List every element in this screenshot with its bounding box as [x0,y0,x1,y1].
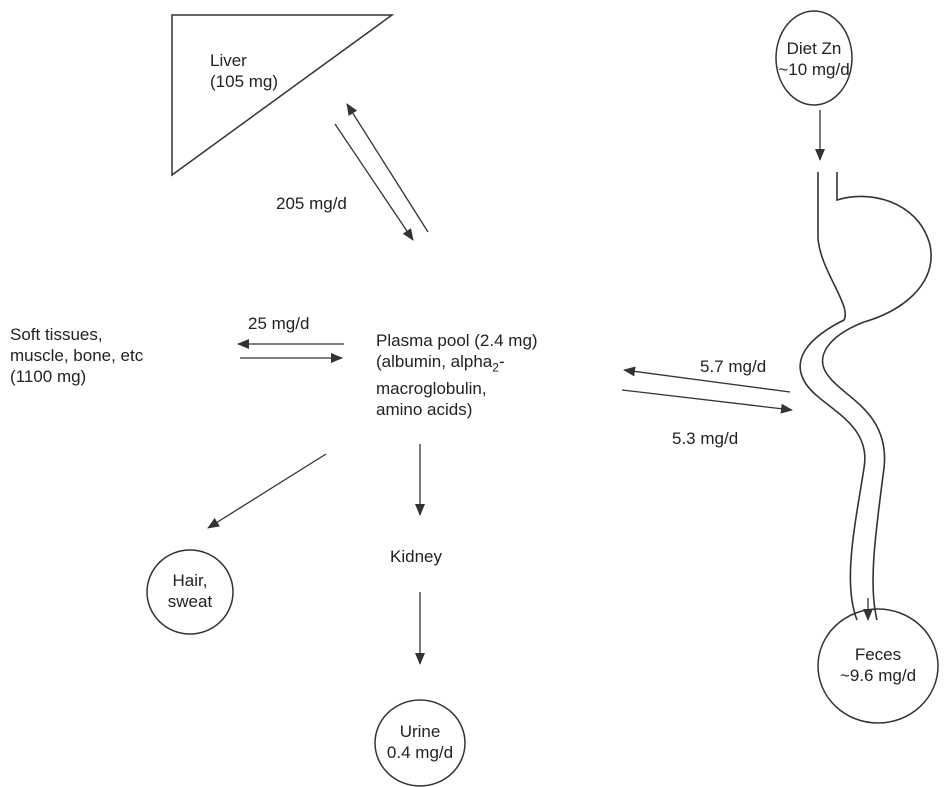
diet-name: Diet Zn [786,39,842,58]
arrow-plasma-to-hair [207,453,327,529]
feces-name: Feces [854,645,902,664]
feces-ellipse [817,608,939,724]
plasma-line2-subscript: 2 [492,360,499,375]
flow-tissue-plasma-label: 25 mg/d [248,313,309,334]
urine-label: Urine 0.4 mg/d [375,721,465,763]
arrow-liver-to-plasma [334,123,414,241]
plasma-line1: Plasma pool (2.4 mg) [376,331,538,350]
flow-plasma-to-gut-value: 5.3 mg/d [672,429,739,448]
urine-ellipse [374,699,466,787]
plasma-pool-label: Plasma pool (2.4 mg) (albumin, alpha2- m… [376,330,538,420]
feces-amount: ~9.6 mg/d [839,666,917,685]
urine-name: Urine [399,722,441,741]
flow-gut-to-plasma-label: 5.7 mg/d [700,356,766,377]
plasma-line2-hyphen: - [498,352,505,371]
soft-tissues-label: Soft tissues, muscle, bone, etc (1100 mg… [10,324,143,387]
diet-label: Diet Zn ~10 mg/d [776,38,852,80]
plasma-line2-text: (albumin, alpha [376,352,493,371]
arrow-plasma-to-liver [346,103,429,233]
liver-name: Liver [210,51,247,70]
diet-amount: ~10 mg/d [778,60,850,79]
flow-gut-to-plasma-value: 5.7 mg/d [700,357,767,376]
hair-label: Hair, sweat [150,570,230,612]
liver-shape [171,14,395,177]
kidney-label: Kidney [390,546,442,567]
gi-tract-left-wall [799,172,866,621]
soft-tissues-line2: muscle, bone, etc [10,346,144,365]
urine-amount: 0.4 mg/d [386,743,454,762]
liver-amount: (105 mg) [210,72,279,91]
arrow-gut-to-plasma [623,366,791,393]
plasma-line3: macroglobulin, [376,379,487,399]
soft-tissues-line3: (1100 mg) [10,367,87,386]
kidney-name: Kidney [390,547,442,566]
plasma-line2: (albumin, alpha2- [376,351,538,378]
hair-ellipse [146,549,234,635]
liver-label: Liver (105 mg) [210,50,278,92]
arrow-plasma-to-gut [621,389,793,414]
hair-line1: Hair, [172,571,208,590]
diet-ellipse [775,10,853,106]
plasma-line4: amino acids) [376,400,473,420]
flow-liver-plasma-label: 205 mg/d [276,193,347,214]
hair-line2: sweat [167,592,213,611]
flow-liver-plasma-value: 205 mg/d [276,194,347,213]
soft-tissues-line1: Soft tissues, [10,325,103,344]
flow-tissue-plasma-value: 25 mg/d [248,314,310,333]
gi-tract-right-wall [821,172,932,621]
feces-label: Feces ~9.6 mg/d [818,644,938,686]
flow-plasma-to-gut-label: 5.3 mg/d [672,428,738,449]
